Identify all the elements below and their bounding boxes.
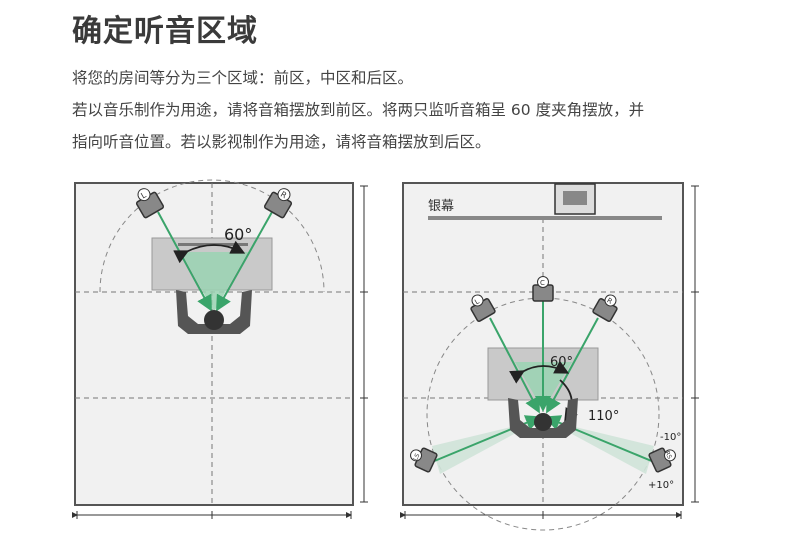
music-room: 60° L R (72, 179, 368, 519)
instruction-line-3: 指向听音位置。若以影视制作为用途，请将音箱摆放到后区。 (72, 133, 491, 151)
right-speaker-l: L (470, 294, 496, 322)
left-listener (176, 290, 252, 334)
left-angle-label: 60° (224, 225, 252, 244)
rs-beam (546, 420, 654, 474)
right-listener (508, 398, 578, 438)
speaker-rs: RS (648, 447, 676, 473)
left-listening-arc (99, 179, 325, 293)
screen-bar (428, 216, 662, 220)
right-dimension-right (691, 185, 699, 503)
right-dimension-bottom (400, 511, 682, 519)
right-speaker-l-label: L (473, 297, 480, 306)
surround-angle-label: 110° (588, 409, 619, 424)
left-speaker-r-label: R (279, 190, 289, 201)
instruction-line-1: 将您的房间等分为三个区域：前区，中区和后区。 (72, 69, 414, 87)
cinema-room: 银幕 60° 110° L (400, 182, 699, 531)
right-angle-arc (509, 360, 570, 384)
center-speaker-box (554, 183, 596, 215)
speaker-ls: LS (410, 447, 438, 473)
right-speaker-c-label: C (540, 279, 545, 287)
speaker-ls-label: LS (412, 452, 421, 462)
right-speaker-r-label: R (605, 296, 613, 305)
left-speaker-r: R (263, 188, 293, 219)
left-speaker-l-label: L (139, 190, 148, 200)
left-sweet-spot-beam (181, 252, 248, 312)
minus-angle-label: -10° (660, 432, 681, 443)
left-room-outline (74, 182, 354, 506)
plus-angle-label: +10° (648, 480, 674, 491)
speaker-rs-label: RS (663, 450, 673, 460)
left-dimension-bottom (72, 511, 352, 519)
right-arrow-r (546, 317, 599, 414)
right-angle-label: 60° (550, 355, 573, 370)
left-speaker-l: L (135, 188, 165, 219)
screen-label: 银幕 (428, 199, 454, 214)
surround-circle (426, 297, 660, 531)
instruction-line-2: 若以音乐制作为用途，请将音箱摆放到前区。将两只监听音箱呈 60 度夹角摆放，并 (72, 101, 645, 119)
left-angle-arc (173, 240, 246, 264)
page-title: 确定听音区域 (72, 14, 258, 49)
right-speaker-r: R (592, 294, 618, 322)
left-dimension-right (360, 185, 368, 503)
right-speaker-c: C (532, 276, 554, 302)
ls-beam (432, 420, 540, 474)
